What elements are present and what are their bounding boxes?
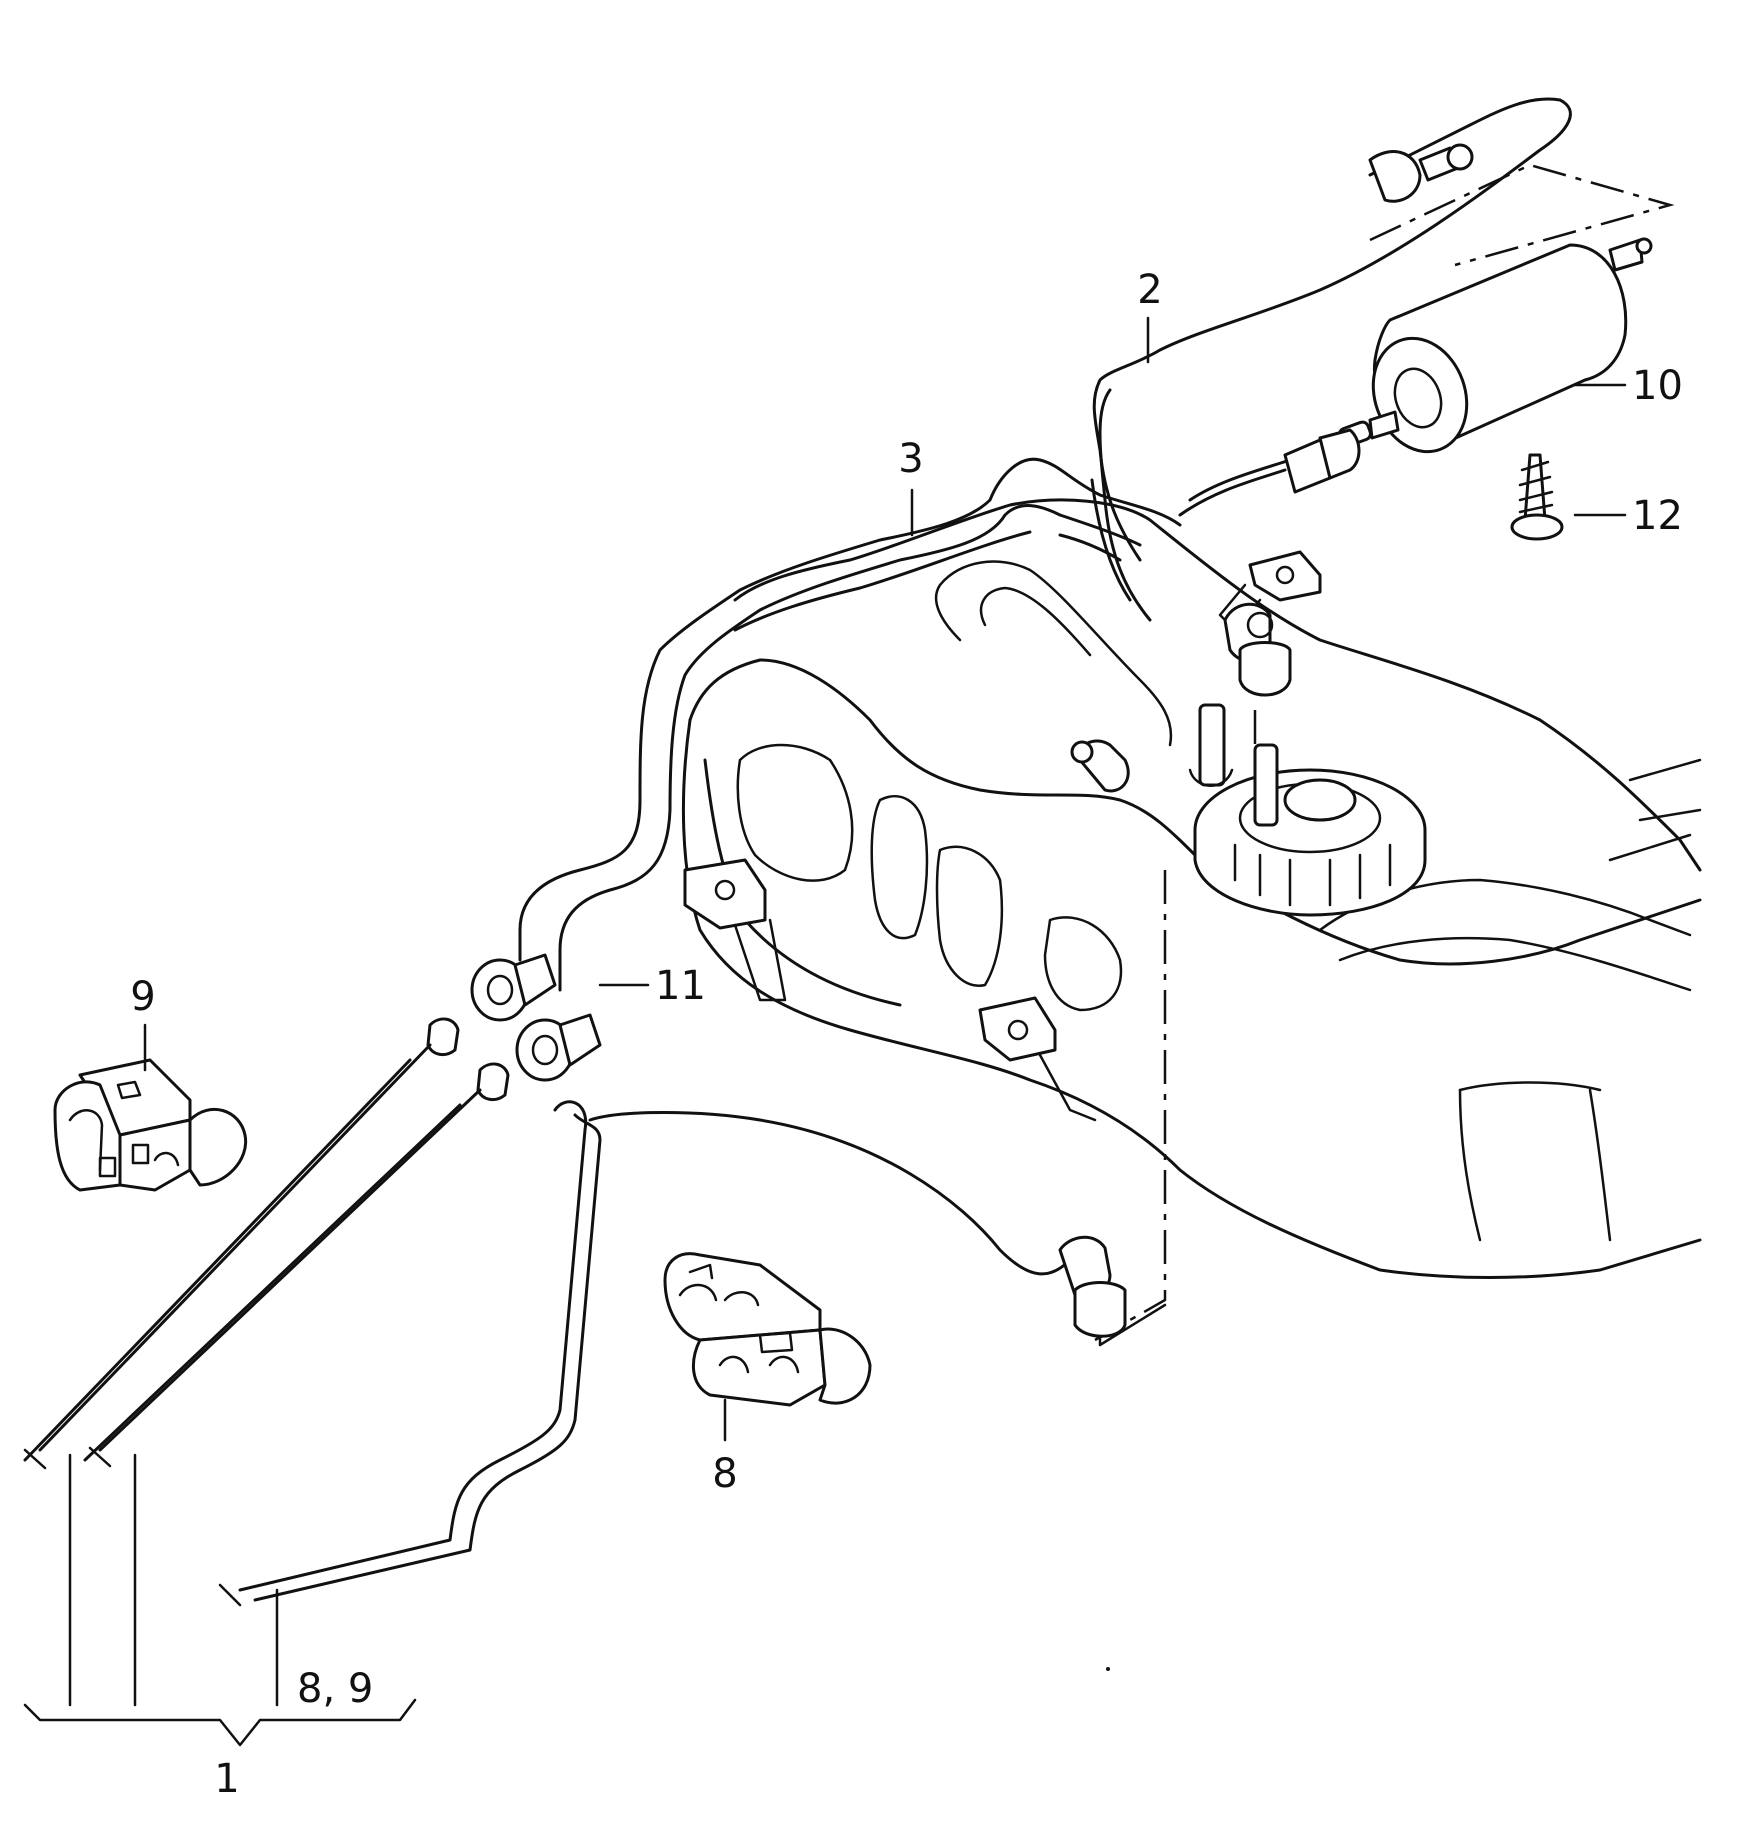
lower-fuel-lines xyxy=(23,1017,1072,1602)
fuel-filter xyxy=(1338,237,1653,454)
fuel-line-2 xyxy=(1090,97,1572,622)
fuel-line-3 xyxy=(518,457,1182,992)
vent-nipple xyxy=(1070,739,1130,793)
label-part-11: 11 xyxy=(655,963,706,1009)
label-part-10: 10 xyxy=(1632,363,1683,409)
connector-line-3a xyxy=(470,953,557,1022)
fuel-pump-flange xyxy=(1188,703,1427,917)
label-part-2: 2 xyxy=(1137,267,1162,313)
connector-line-3b xyxy=(515,1013,602,1082)
clip-8 xyxy=(663,1252,872,1407)
label-part-3: 3 xyxy=(898,436,923,482)
label-part-1: 1 xyxy=(214,1756,239,1802)
tank-bracket-left xyxy=(683,858,787,1002)
screw xyxy=(1510,453,1564,541)
fuel-tank xyxy=(681,498,1702,1279)
label-part-12: 12 xyxy=(1632,493,1683,539)
tank-bracket-top xyxy=(1218,550,1322,632)
break-marks xyxy=(23,1446,242,1607)
tank-bracket-center xyxy=(978,996,1097,1122)
stray-dot xyxy=(1106,1667,1110,1671)
label-part-8: 8 xyxy=(712,1451,737,1497)
label-part-8-9: 8, 9 xyxy=(297,1666,373,1712)
clip-9 xyxy=(53,1058,248,1192)
part-labels: 1 2 3 8 8, 9 9 10 11 12 xyxy=(130,267,1683,1802)
leader-lines xyxy=(23,316,1627,1747)
connector-line-2-filter xyxy=(1283,143,1474,494)
label-part-9: 9 xyxy=(130,974,155,1020)
elbow-connector-lower xyxy=(1058,1235,1127,1338)
connector-line-2-tank xyxy=(1223,602,1292,697)
